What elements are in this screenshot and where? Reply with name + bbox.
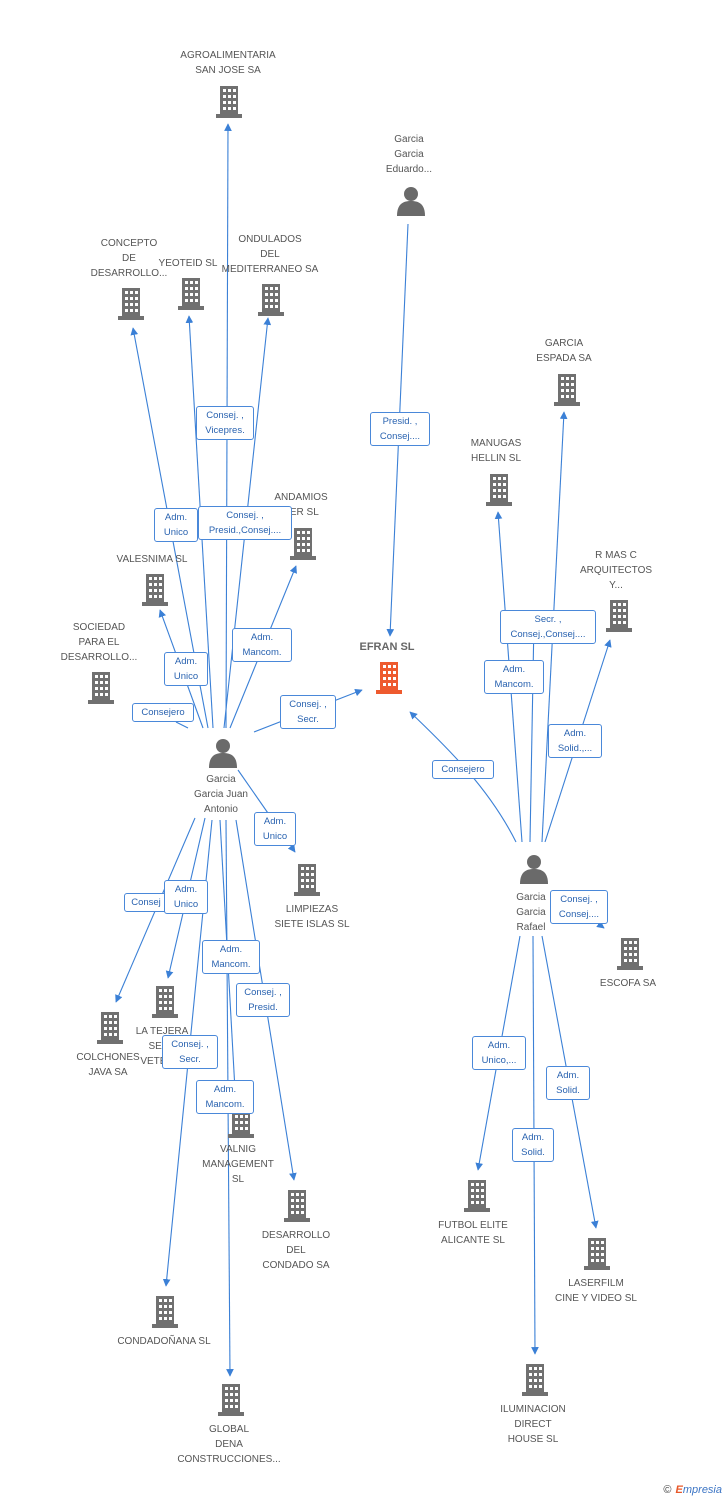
futbol-building-icon[interactable] xyxy=(464,1180,490,1212)
role-box-adm-solid-2[interactable]: Adm. Solid. xyxy=(546,1066,590,1100)
company-label-valesnima[interactable]: VALESNIMA SL xyxy=(116,554,188,565)
concepto-building-icon[interactable] xyxy=(118,288,144,320)
company-label-laserfilm[interactable]: LASERFILM CINE Y VIDEO SL xyxy=(555,1278,637,1304)
company-label-agroalimentaria[interactable]: AGROALIMENTARIA SAN JOSE SA xyxy=(180,50,276,76)
company-label-rmas[interactable]: R MAS C ARQUITECTOS Y... xyxy=(579,550,653,591)
role-box-adm-unico-3[interactable]: Adm. Unico xyxy=(254,812,296,846)
company-label-efran[interactable]: EFRAN SL xyxy=(359,641,415,653)
brand-initial: E xyxy=(675,1484,683,1496)
company-label-colchones[interactable]: COLCHONES JAVA SA xyxy=(76,1052,140,1078)
global-dena-building-icon[interactable] xyxy=(218,1384,244,1416)
agroalimentaria-building-icon[interactable] xyxy=(216,86,242,118)
laserfilm-building-icon[interactable] xyxy=(584,1238,610,1270)
desarrollo-condado-building-icon[interactable] xyxy=(284,1190,310,1222)
iluminacion-building-icon[interactable] xyxy=(522,1364,548,1396)
role-box-adm-mancom-4[interactable]: Adm. Mancom. xyxy=(196,1080,254,1114)
role-box-consej-presid[interactable]: Consej. , Presid. xyxy=(236,983,290,1017)
efran-building-icon[interactable] xyxy=(376,662,402,694)
copyright-icon: © xyxy=(663,1484,672,1496)
company-label-futbol[interactable]: FUTBOL ELITE ALICANTE SL xyxy=(438,1220,508,1246)
rmas-building-icon[interactable] xyxy=(606,600,632,632)
role-box-adm-solid-1[interactable]: Adm. Solid.,... xyxy=(548,724,602,758)
role-box-adm-solid-3[interactable]: Adm. Solid. xyxy=(512,1128,554,1162)
role-box-adm-mancom-3[interactable]: Adm. Mancom. xyxy=(202,940,260,974)
role-box-consej-consej[interactable]: Consej. , Consej.... xyxy=(550,890,608,924)
role-box-secr-consej[interactable]: Secr. , Consej.,Consej.... xyxy=(500,610,596,644)
company-label-andamios[interactable]: ANDAMIOS VER SL xyxy=(274,492,328,518)
role-box-consejero-1[interactable]: Consejero xyxy=(132,703,194,722)
company-label-escofa[interactable]: ESCOFA SA xyxy=(599,978,657,989)
role-box-adm-unico-4[interactable]: Adm. Unico xyxy=(164,880,208,914)
role-box-consej-secr-2[interactable]: Consej. , Secr. xyxy=(162,1035,218,1069)
company-label-manugas[interactable]: MANUGAS HELLIN SL xyxy=(470,438,522,464)
company-label-concepto[interactable]: CONCEPTO DE DESARROLLO... xyxy=(90,238,168,279)
role-box-adm-unico-1[interactable]: Adm. Unico xyxy=(154,508,198,542)
edge-juan-sociedad xyxy=(175,721,189,729)
yeoteid-building-icon[interactable] xyxy=(178,278,204,310)
valesnima-building-icon[interactable] xyxy=(142,574,168,606)
garcia-espada-building-icon[interactable] xyxy=(554,374,580,406)
ondulados-building-icon[interactable] xyxy=(258,284,284,316)
sociedad-building-icon[interactable] xyxy=(88,672,114,704)
condadonana-building-icon[interactable] xyxy=(152,1296,178,1328)
rafael-person-icon[interactable] xyxy=(520,855,548,884)
company-label-garcia-espada[interactable]: GARCIA ESPADA SA xyxy=(536,338,592,364)
role-box-adm-unico-5[interactable]: Adm. Unico,... xyxy=(472,1036,526,1070)
la-tejera-building-icon[interactable] xyxy=(152,986,178,1018)
company-label-ondulados[interactable]: ONDULADOS DEL MEDITERRANEO SA xyxy=(221,234,319,275)
role-box-adm-mancom-1[interactable]: Adm. Mancom. xyxy=(232,628,292,662)
colchones-building-icon[interactable] xyxy=(97,1012,123,1044)
role-box-consej-presid-consej[interactable]: Consej. , Presid.,Consej.... xyxy=(198,506,292,540)
juan-antonio-person-icon[interactable] xyxy=(209,739,237,768)
role-box-adm-unico-2[interactable]: Adm. Unico xyxy=(164,652,208,686)
escofa-building-icon[interactable] xyxy=(617,938,643,970)
role-box-consejero-2[interactable]: Consejero xyxy=(432,760,494,779)
person-label-juan-antonio[interactable]: Garcia Garcia Juan Antonio xyxy=(194,774,248,815)
company-label-yeoteid[interactable]: YEOTEID SL xyxy=(158,258,218,269)
company-label-sociedad[interactable]: SOCIEDAD PARA EL DESARROLLO... xyxy=(60,622,138,663)
company-label-limpiezas[interactable]: LIMPIEZAS SIETE ISLAS SL xyxy=(274,904,350,930)
role-box-presid-consej[interactable]: Presid. , Consej.... xyxy=(370,412,430,446)
edge-rafael-mancom xyxy=(529,619,535,843)
person-label-eduardo[interactable]: Garcia Garcia Eduardo... xyxy=(385,134,433,175)
brand-name: mpresia xyxy=(682,1484,722,1496)
manugas-building-icon[interactable] xyxy=(486,474,512,506)
eduardo-person-icon[interactable] xyxy=(397,187,425,216)
company-label-condadonana[interactable]: CONDADOÑANA SL xyxy=(117,1336,211,1347)
role-box-adm-mancom-2[interactable]: Adm. Mancom. xyxy=(484,660,544,694)
company-label-desarrollo-condado[interactable]: DESARROLLO DEL CONDADO SA xyxy=(261,1230,331,1271)
person-label-rafael[interactable]: Garcia Garcia Rafael xyxy=(516,892,546,933)
role-box-consej-secr-1[interactable]: Consej. , Secr. xyxy=(280,695,336,729)
company-label-iluminacion[interactable]: ILUMINACION DIRECT HOUSE SL xyxy=(500,1404,566,1445)
company-label-global-dena[interactable]: GLOBAL DENA CONSTRUCCIONES... xyxy=(177,1424,281,1465)
limpiezas-building-icon[interactable] xyxy=(294,864,320,896)
empresia-watermark[interactable]: ©Empresia xyxy=(663,1484,722,1496)
role-box-consej-left[interactable]: Consej xyxy=(124,893,168,912)
andamios-building-icon[interactable] xyxy=(290,528,316,560)
role-box-consej-vicepres[interactable]: Consej. , Vicepres. xyxy=(196,406,254,440)
edges xyxy=(115,123,612,1377)
company-label-valnig[interactable]: VALNIG MANAGEMENT SL xyxy=(202,1144,274,1185)
